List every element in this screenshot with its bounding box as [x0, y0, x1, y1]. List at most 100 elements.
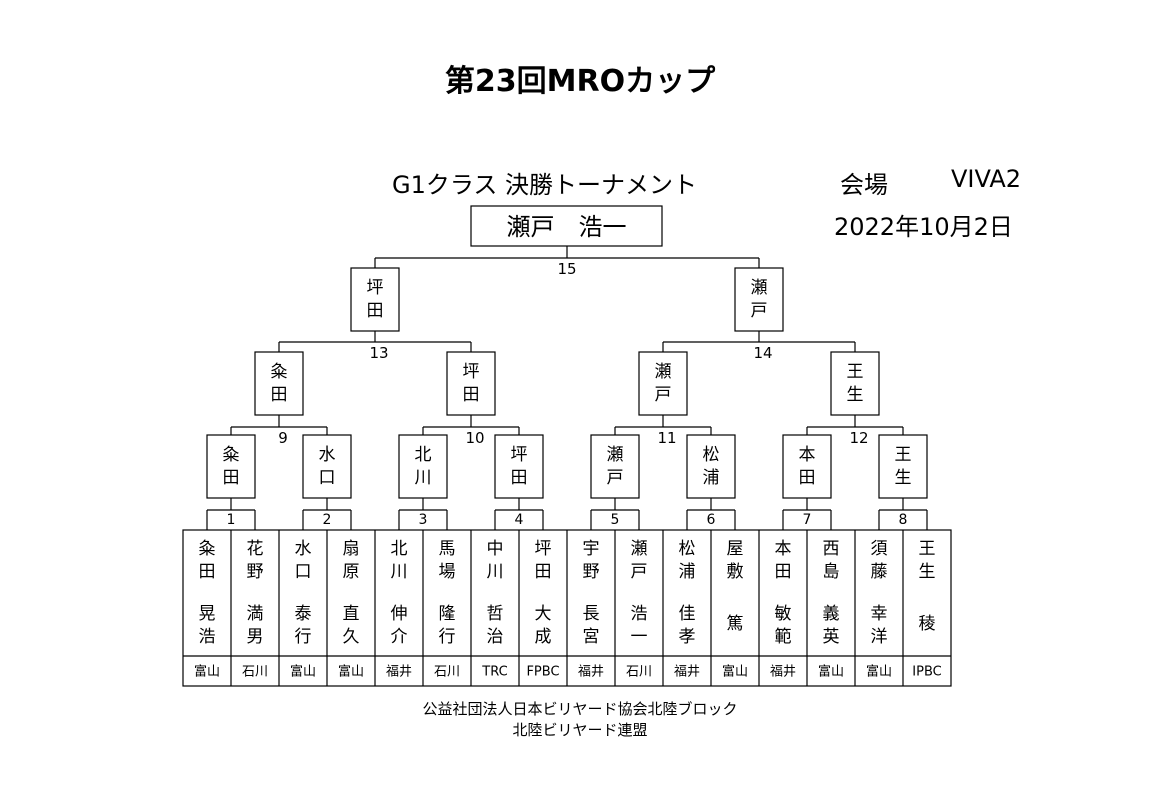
round1-winner-box [302, 434, 352, 499]
match-number: 10 [465, 429, 484, 447]
player-given-name-char: 男 [247, 627, 264, 647]
match-number: 11 [657, 429, 676, 447]
page-title: 第23回MROカップ [444, 64, 716, 99]
winner-name-char: 王 [847, 362, 864, 382]
player-given-name-char: 義 [823, 604, 840, 624]
winner-name-char: 浦 [703, 468, 720, 488]
match-number: 9 [278, 429, 288, 447]
winner-name-char: 坪 [463, 362, 480, 382]
player-given-name-char: 直 [343, 604, 360, 624]
match-number: 13 [369, 344, 388, 362]
player-family-name-char: 藤 [871, 562, 888, 582]
round1-winner-box [686, 434, 736, 499]
winner-name-char: 口 [319, 468, 336, 488]
player-family-name-char: 敷 [727, 562, 744, 582]
player-family-name-char: 野 [247, 562, 264, 582]
player-family-name-char: 島 [823, 562, 840, 582]
player-family-name-char: 田 [199, 562, 216, 582]
player-club: 富山 [818, 664, 844, 680]
player-family-name-char: 宇 [583, 539, 600, 559]
player-family-name-char: 中 [487, 539, 504, 559]
match-number: 8 [899, 512, 908, 528]
footer-organization: 公益社団法人日本ビリヤード協会北陸ブロック [422, 700, 738, 718]
player-given-name-char: 範 [775, 627, 792, 647]
player-club: 石川 [242, 665, 268, 680]
player-given-name-char: 宮 [583, 627, 600, 647]
player-family-name-char: 西 [823, 539, 840, 559]
player-family-name-char: 場 [439, 562, 456, 582]
player-family-name-char: 須 [871, 539, 888, 559]
winner-name-char: 生 [895, 468, 912, 488]
player-family-name-char: 坪 [535, 539, 552, 559]
player-club: IPBC [912, 665, 941, 680]
winner-name-char: 粂 [223, 445, 240, 465]
winner-name-char: 田 [511, 468, 528, 488]
player-club: TRC [481, 665, 507, 680]
player-family-name-char: 松 [679, 539, 696, 559]
champion-box [470, 205, 663, 247]
player-family-name-char: 田 [535, 562, 552, 582]
player-given-name-char: 稜 [919, 614, 936, 634]
player-given-name-char: 晃 [199, 604, 216, 624]
player-family-name-char: 川 [391, 562, 408, 582]
player-family-name-char: 川 [487, 562, 504, 582]
player-family-name-char: 扇 [343, 539, 360, 559]
player-family-name-char: 口 [295, 562, 312, 582]
player-given-name-char: 浩 [631, 604, 648, 624]
player-family-name-char: 粂 [199, 539, 216, 559]
round2-winner-box [254, 351, 304, 416]
player-family-name-char: 屋 [727, 539, 744, 559]
round2-winner-box [830, 351, 880, 416]
player-family-name-char: 戸 [631, 562, 648, 582]
player-club: 福井 [674, 665, 700, 680]
player-family-name-char: 本 [775, 539, 792, 559]
player-family-name-char: 王 [919, 539, 936, 559]
player-club: 石川 [626, 665, 652, 680]
winner-name-char: 戸 [751, 301, 768, 321]
match-number: 6 [707, 512, 716, 528]
venue-name: VIVA2 [951, 165, 1022, 193]
player-given-name-char: 洋 [871, 627, 888, 647]
round1-winner-box [590, 434, 640, 499]
player-given-name-char: 介 [391, 627, 408, 647]
match-number: 1 [227, 512, 236, 528]
semifinal-winner-box [350, 267, 400, 332]
match-number: 15 [557, 260, 576, 278]
round1-winner-box [398, 434, 448, 499]
winner-name-char: 本 [799, 445, 816, 465]
player-club: 富山 [722, 664, 748, 680]
winner-name-char: 坪 [367, 278, 384, 298]
winner-name-char: 田 [799, 468, 816, 488]
round2-winner-box [446, 351, 496, 416]
winner-name-char: 田 [271, 385, 288, 405]
champion-name: 瀬戸 浩一 [507, 213, 627, 241]
match-number: 12 [849, 429, 868, 447]
event-date: 2022年10月2日 [834, 213, 1013, 241]
winner-name-char: 瀬 [607, 445, 624, 465]
player-family-name-char: 生 [919, 562, 936, 582]
winner-name-char: 生 [847, 385, 864, 405]
player-club: 福井 [386, 665, 412, 680]
player-family-name-char: 田 [775, 562, 792, 582]
winner-name-char: 王 [895, 445, 912, 465]
round2-winner-box [638, 351, 688, 416]
player-club: 石川 [434, 665, 460, 680]
winner-name-char: 坪 [511, 445, 528, 465]
player-given-name-char: 泰 [295, 604, 312, 624]
player-given-name-char: 久 [343, 627, 360, 647]
winner-name-char: 瀬 [655, 362, 672, 382]
match-number: 14 [753, 344, 772, 362]
winner-name-char: 田 [367, 301, 384, 321]
round1-winner-box [494, 434, 544, 499]
winner-name-char: 戸 [655, 385, 672, 405]
winner-name-char: 粂 [271, 362, 288, 382]
player-given-name-char: 行 [439, 627, 456, 647]
player-club: 富山 [338, 664, 364, 680]
player-given-name-char: 行 [295, 627, 312, 647]
player-club: 富山 [866, 664, 892, 680]
player-given-name-char: 伸 [391, 604, 408, 624]
player-club: 富山 [194, 664, 220, 680]
match-number: 5 [611, 512, 620, 528]
winner-name-char: 松 [703, 445, 720, 465]
